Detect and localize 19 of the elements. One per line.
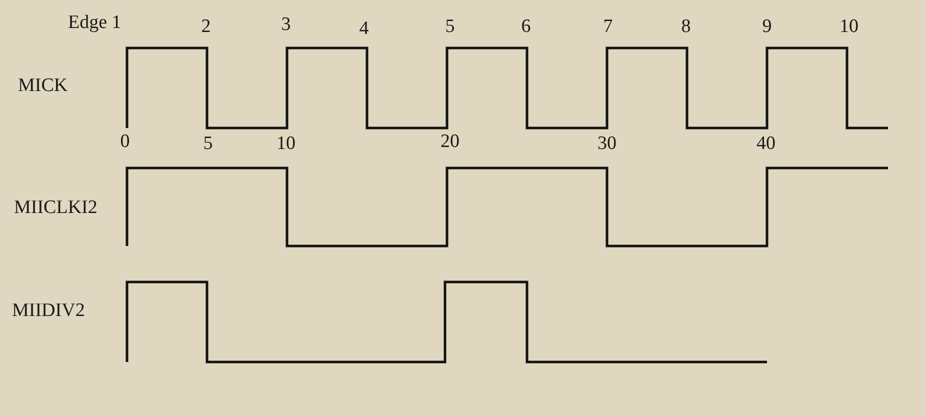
edge-number: 2 [201,16,211,38]
edge-number: 4 [359,18,369,40]
signal-name: MIICLKI2 [14,197,98,219]
time-value: 30 [598,133,616,155]
edge-number: 8 [681,16,691,38]
edge-number: Edge 1 [68,12,122,34]
signal-name: MICK [18,75,68,97]
edge-number: 7 [603,16,613,38]
time-value: 40 [756,133,776,155]
time-value: 5 [203,133,213,155]
time-value: 10 [276,133,296,155]
signal-name: MIIDIV2 [12,300,85,322]
edge-number: 3 [281,14,291,36]
time-value: 20 [440,131,460,153]
edge-number: 10 [840,16,858,38]
edge-number: 6 [521,16,531,38]
time-value: 0 [120,131,130,153]
edge-number: 9 [762,16,772,38]
edge-number: 5 [445,16,455,38]
